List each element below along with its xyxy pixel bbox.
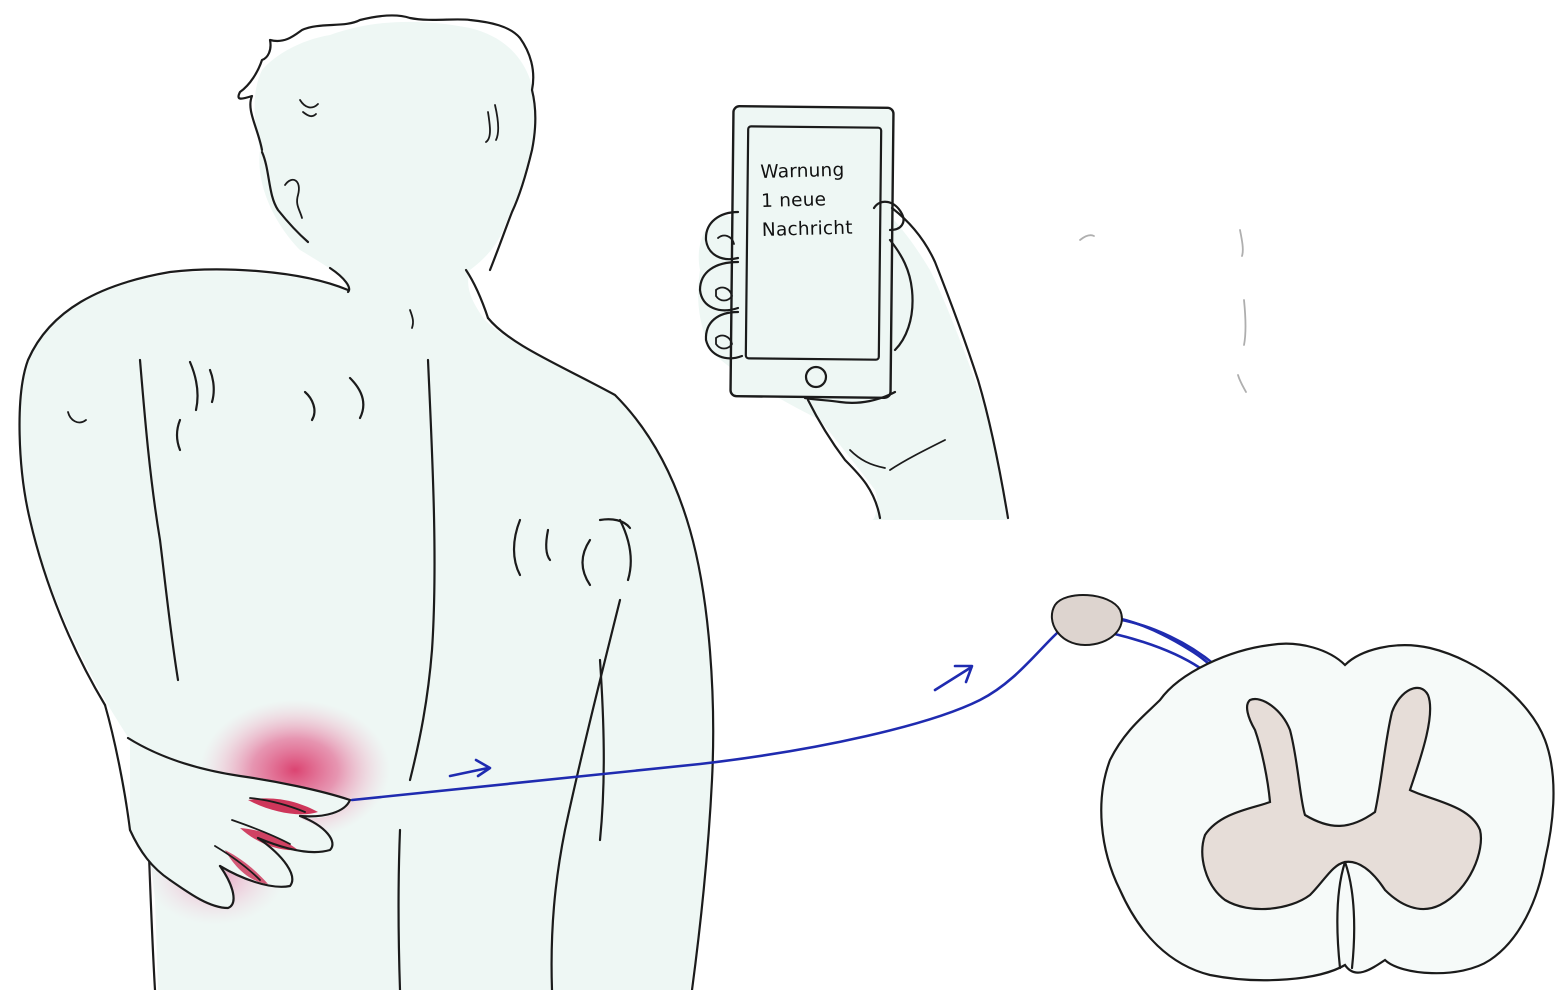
man-back-figure xyxy=(20,16,714,990)
man-body-fill xyxy=(20,22,714,990)
phone-notification-text: Warnung 1 neue Nachricht xyxy=(760,155,880,245)
white-matter xyxy=(1101,644,1553,981)
notification-title: Warnung xyxy=(760,155,879,187)
notification-label: Nachricht xyxy=(762,213,881,245)
arrow-icon xyxy=(935,666,972,690)
dorsal-root-ganglion xyxy=(1052,595,1122,645)
notification-count: 1 neue xyxy=(761,184,880,216)
spinal-cord-cross-section xyxy=(1052,595,1554,980)
background-sketch-marks xyxy=(1080,230,1246,392)
